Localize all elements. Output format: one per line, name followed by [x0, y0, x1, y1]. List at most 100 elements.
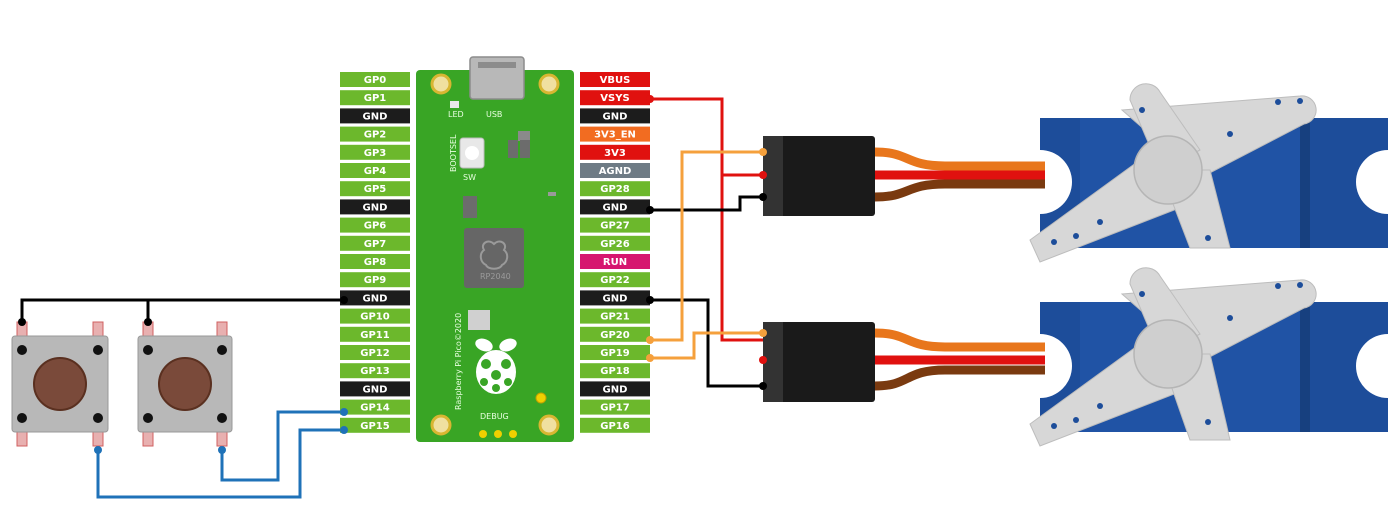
button-screw-icon	[17, 413, 27, 423]
right-pin-label: 3V3	[604, 148, 626, 159]
right-pin-box	[580, 199, 650, 215]
push-button-1[interactable]	[11, 321, 109, 447]
wire-junction-icon	[340, 296, 348, 304]
left-pin-box	[340, 345, 410, 360]
left-pin-label: GP0	[364, 75, 387, 86]
left-pin-label: GP3	[364, 148, 387, 159]
mounting-hole-icon	[538, 73, 560, 95]
right-pin-box	[580, 363, 650, 379]
servo1-horn	[1029, 83, 1317, 263]
wire-junction-icon	[646, 206, 654, 214]
left-pin-label: GND	[363, 202, 388, 213]
component-icon	[463, 196, 477, 218]
servo2-connector	[763, 322, 875, 402]
servo1-ground-wire	[650, 195, 763, 212]
wires	[20, 97, 763, 499]
brand-text: Raspberry Pi Pico©2020	[454, 313, 463, 410]
right-pin-box	[580, 217, 650, 233]
button2-signal-wire	[220, 410, 344, 482]
left-pin-label: GP15	[360, 421, 389, 432]
debug-pad-icon	[479, 430, 487, 438]
left-pin-box	[340, 254, 410, 269]
right-pin-box	[580, 163, 650, 178]
button-screw-icon	[17, 345, 27, 355]
wire-junction-icon	[646, 336, 654, 344]
left-pin-label: GND	[363, 384, 388, 395]
servo2-signal-wire	[650, 331, 763, 360]
left-pin-box	[340, 144, 410, 160]
right-pin-box	[580, 399, 650, 415]
right-pin-label: GP28	[600, 184, 629, 195]
debug-label: DEBUG	[480, 412, 509, 421]
button1-signal-wire	[96, 428, 344, 499]
servo1-connector	[763, 136, 875, 216]
wire-junction-icon	[646, 354, 654, 362]
servo1-signal-wire	[650, 150, 763, 342]
debug-pad-icon	[509, 430, 517, 438]
component-icon	[508, 140, 518, 158]
right-pin-box	[580, 381, 650, 397]
wire-junction-icon	[646, 95, 654, 103]
wire-junction-icon	[18, 318, 26, 326]
right-pin-label: RUN	[603, 257, 627, 268]
vsys-power-wire-2	[720, 175, 763, 342]
right-pin-box	[580, 326, 650, 342]
left-pin-box	[340, 381, 410, 397]
mounting-hole-icon	[430, 414, 452, 436]
right-pin-label: GP20	[600, 330, 629, 341]
vsys-power-wire	[650, 97, 763, 177]
servo2-horn	[1029, 267, 1317, 447]
wire-junction-icon	[94, 446, 102, 454]
right-pin-box	[580, 126, 650, 142]
push-button-2[interactable]	[137, 321, 233, 447]
raspberry-logo-icon	[479, 240, 509, 270]
usb-label: USB	[486, 110, 502, 119]
mounting-hole-icon	[430, 73, 452, 95]
button-screw-icon	[217, 345, 227, 355]
left-pin-label: GP2	[364, 130, 387, 141]
left-pin-label: GP7	[364, 239, 387, 250]
chip-label: RP2040	[480, 272, 511, 281]
right-pin-box	[580, 417, 650, 433]
left-pin-label: GND	[363, 293, 388, 304]
right-pin-label: GP19	[600, 348, 629, 359]
right-pin-label: VSYS	[600, 93, 629, 104]
left-pin-label: GP12	[360, 348, 389, 359]
button-screw-icon	[93, 413, 103, 423]
led-label: LED	[448, 110, 464, 119]
left-pin-box	[340, 290, 410, 306]
button-cap-icon	[158, 357, 212, 411]
right-pin-label: GND	[603, 202, 628, 213]
ground-wire-buttons	[20, 298, 344, 322]
right-pin-box	[580, 181, 650, 197]
left-pin-box	[340, 199, 410, 215]
usb-port-slot	[478, 62, 516, 68]
left-pin-label: GP6	[364, 221, 387, 232]
right-pin-label: GP18	[600, 366, 629, 377]
pico-board: LED USB BOOTSEL SW RP2040 Raspbe	[416, 56, 574, 442]
raspberry-pi-logo-icon	[475, 338, 517, 394]
mounting-hole-icon	[538, 414, 560, 436]
left-pin-box	[340, 72, 410, 87]
wire-junction-icon	[340, 408, 348, 416]
left-pin-box	[340, 308, 410, 324]
right-pin-label: GND	[603, 293, 628, 304]
left-pin-label: GP1	[364, 93, 387, 104]
right-pin-label: AGND	[599, 166, 632, 177]
left-pin-label: GP10	[360, 312, 389, 323]
left-pin-box	[340, 126, 410, 142]
right-pin-label: GND	[603, 384, 628, 395]
left-pin-label: GP4	[364, 166, 387, 177]
component-icon	[548, 192, 556, 196]
servo2-cable	[874, 328, 1045, 352]
left-pin-box	[340, 181, 410, 197]
servo2-ground-wire	[650, 298, 763, 388]
wire-junction-icon	[218, 446, 226, 454]
left-pin-label: GND	[363, 111, 388, 122]
debug-pad-icon	[494, 430, 502, 438]
led-icon	[450, 101, 459, 108]
wire-junction-icon	[646, 296, 654, 304]
flash-chip	[468, 310, 490, 330]
right-pin-box	[580, 90, 650, 106]
left-pin-box	[340, 363, 410, 379]
